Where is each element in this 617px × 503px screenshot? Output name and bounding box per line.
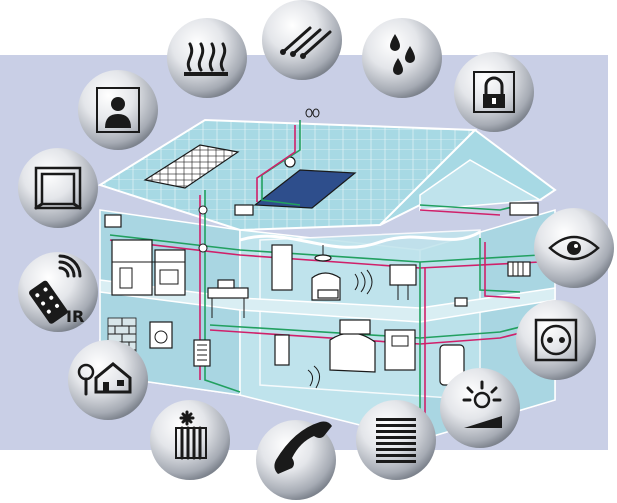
ground-door xyxy=(274,334,290,366)
washing-machine xyxy=(149,321,173,349)
power-socket-icon[interactable] xyxy=(516,300,596,380)
armchair xyxy=(311,272,341,301)
roof-actuator xyxy=(234,204,254,216)
ir-waves xyxy=(354,269,373,295)
person-portrait-icon[interactable] xyxy=(78,70,158,150)
socket-upper xyxy=(454,297,468,307)
table-phone xyxy=(207,279,249,318)
fireplace-icon[interactable] xyxy=(18,148,98,228)
keypad-panel xyxy=(193,339,211,367)
eye-icon[interactable] xyxy=(534,208,614,288)
water-drops-icon[interactable] xyxy=(362,18,442,98)
upper-switch xyxy=(104,214,122,228)
floor-cut-edge xyxy=(239,230,481,249)
lock-icon[interactable] xyxy=(454,52,534,132)
upper-radiator xyxy=(507,261,531,277)
radiator-heating-icon[interactable] xyxy=(150,400,230,480)
bus-coupler xyxy=(198,243,208,253)
solar-panel-left xyxy=(143,144,240,189)
tv xyxy=(389,264,417,300)
roof-room-unit xyxy=(509,202,539,216)
solar-panel-right xyxy=(253,169,357,209)
blinds-icon[interactable] xyxy=(356,400,436,480)
roof-antenna xyxy=(305,108,320,118)
boiler xyxy=(329,319,376,373)
outdoor-house-icon[interactable] xyxy=(68,340,148,420)
heating-icon[interactable] xyxy=(167,18,247,98)
roof-tiles xyxy=(100,120,475,230)
ground-ir-waves xyxy=(307,365,320,389)
telephone-icon[interactable] xyxy=(256,420,336,500)
hall-door xyxy=(271,244,293,291)
pipes-icon[interactable] xyxy=(262,0,342,80)
ceiling-lamp xyxy=(314,245,332,262)
heater-unit xyxy=(384,329,416,371)
ir-label: IR xyxy=(66,307,84,326)
kitchen xyxy=(111,239,186,296)
dimmer-lamp-icon[interactable] xyxy=(440,368,520,448)
bus-coupler xyxy=(198,205,208,215)
ir-remote-icon[interactable]: IR xyxy=(18,252,98,332)
